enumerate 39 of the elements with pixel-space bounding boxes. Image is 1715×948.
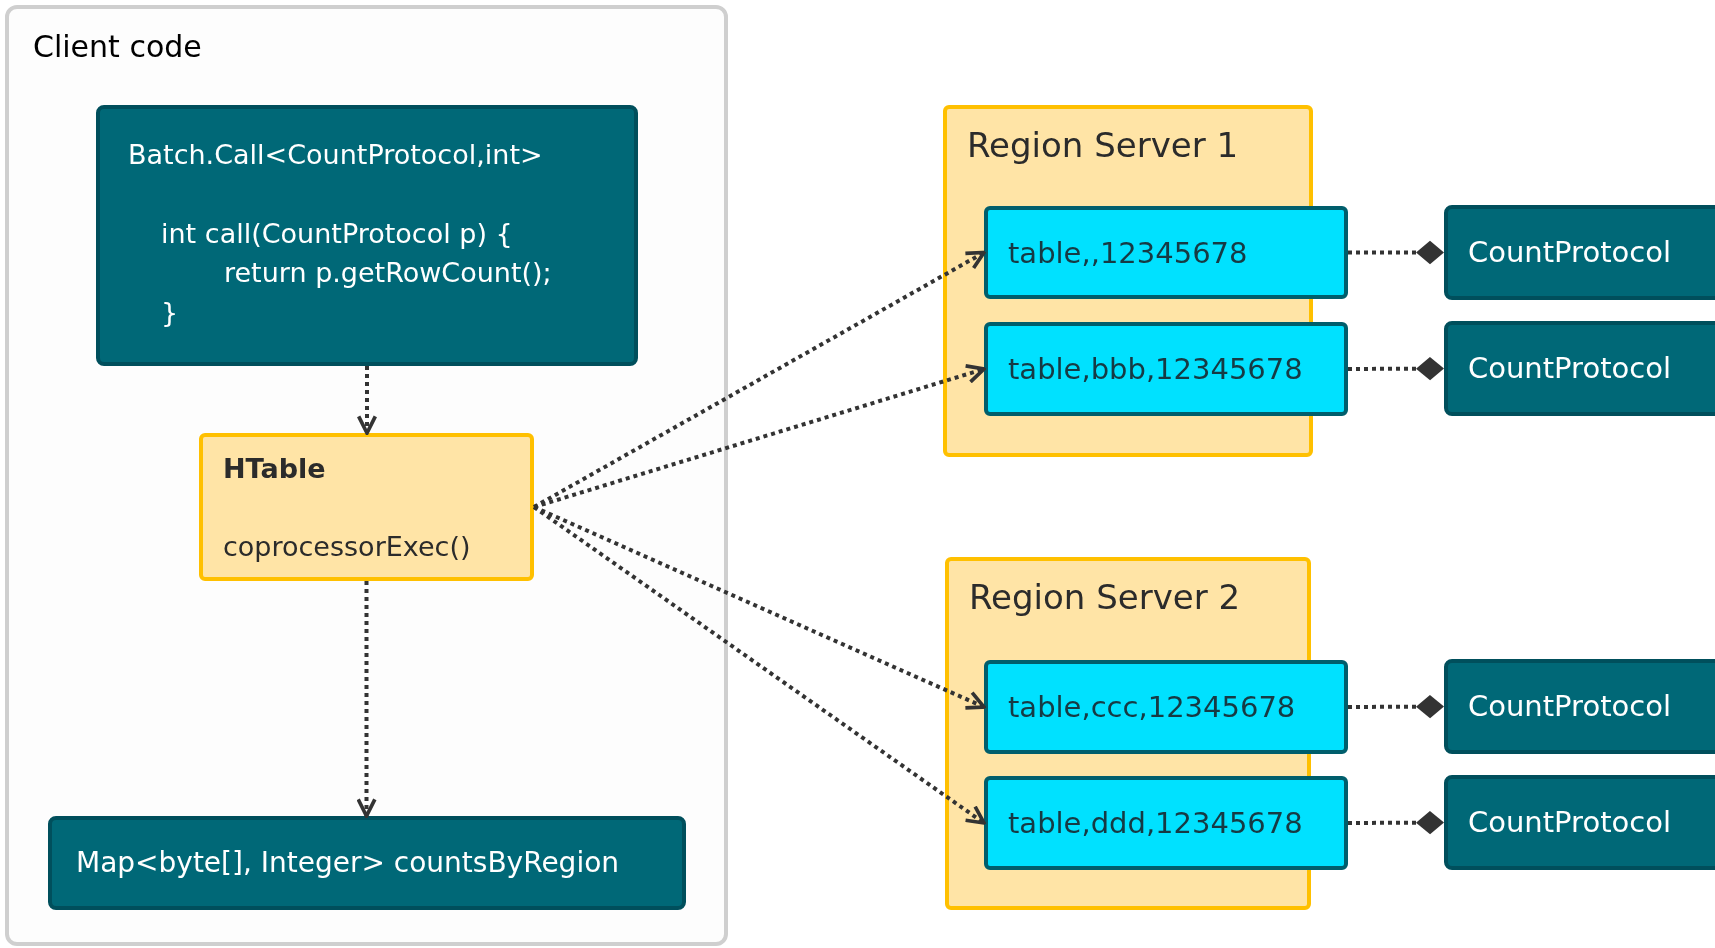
protocol-box	[1444, 775, 1715, 870]
panel	[5, 5, 728, 946]
class-box	[199, 433, 534, 581]
dotted-arrow	[356, 581, 377, 818]
dotted-arrow	[533, 250, 986, 509]
panel-title: Client code	[33, 29, 202, 64]
code-text: int call(CountProtocol p) {	[161, 218, 513, 249]
diamond-connector	[1348, 810, 1444, 835]
region-name: table,bbb,12345678	[1008, 352, 1303, 386]
code-text: Batch.Call<CountProtocol,int>	[128, 139, 543, 170]
code-text: return p.getRowCount();	[224, 257, 552, 288]
region-name: table,ccc,12345678	[1008, 690, 1296, 724]
protocol-box	[1444, 321, 1715, 416]
class-name: HTable	[223, 453, 326, 484]
code-box	[96, 105, 638, 366]
dotted-arrow	[533, 505, 986, 710]
protocol-box	[1444, 659, 1715, 754]
diamond-connector	[1348, 240, 1444, 265]
diamond-connector	[1348, 694, 1444, 719]
region-name: table,,12345678	[1008, 236, 1248, 270]
diamond-connector	[1348, 356, 1444, 381]
region-box	[984, 660, 1348, 754]
region-name: table,ddd,12345678	[1008, 806, 1303, 840]
protocol-name: CountProtocol	[1468, 805, 1671, 839]
region-box	[984, 776, 1348, 870]
protocol-name: CountProtocol	[1468, 351, 1671, 385]
server-title: Region Server 1	[967, 125, 1239, 165]
method-name: coprocessorExec()	[223, 531, 471, 562]
protocol-name: CountProtocol	[1468, 689, 1671, 723]
protocol-name: CountProtocol	[1468, 235, 1671, 269]
code-text: }	[161, 297, 179, 328]
result-box	[48, 816, 686, 910]
protocol-box	[1444, 205, 1715, 300]
result-text: Map<byte[], Integer> countsByRegion	[76, 846, 620, 879]
server-title: Region Server 2	[969, 577, 1241, 617]
dotted-arrow	[356, 366, 378, 435]
dotted-arrow	[532, 505, 986, 825]
region-box	[984, 322, 1348, 416]
region-box	[984, 206, 1348, 299]
